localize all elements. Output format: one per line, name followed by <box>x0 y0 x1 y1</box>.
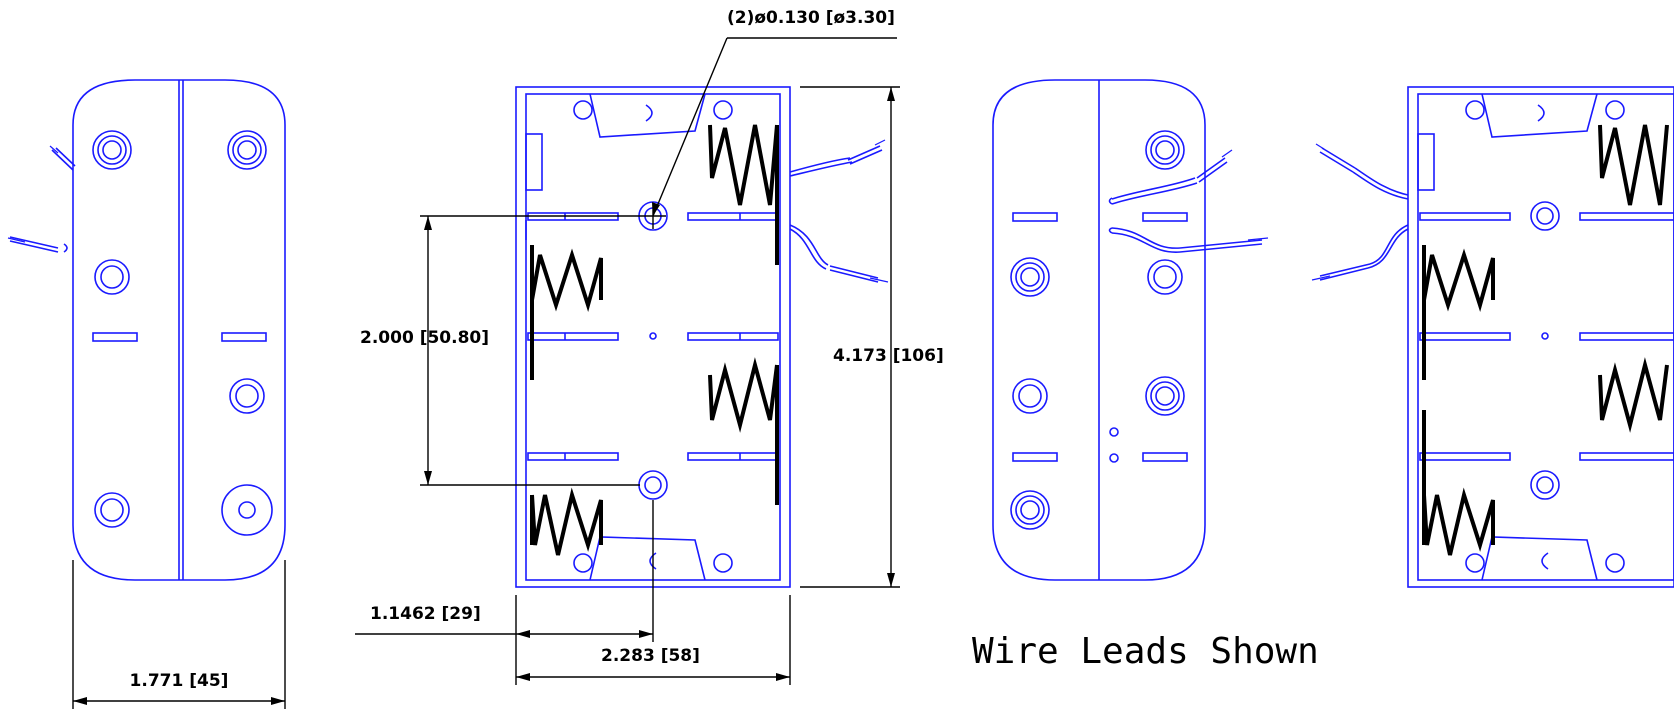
dimension-width-top: 2.283 [58] <box>516 595 791 685</box>
terminal-ring-icon <box>229 378 265 414</box>
spring-icon <box>530 487 603 556</box>
terminal-ring-icon <box>1010 257 1050 297</box>
caption: Wire Leads Shown <box>972 631 1319 672</box>
dimension-label: (2)ø0.130 [ø3.30] <box>727 8 895 28</box>
terminal-ring-icon <box>1012 378 1048 414</box>
dimension-hole-callout: (2)ø0.130 [ø3.30] <box>640 8 897 229</box>
spring-icon <box>708 357 779 433</box>
terminal-ring-icon <box>227 130 267 170</box>
dimension-hole-spacing: 2.000 [50.80] <box>360 215 640 486</box>
top-view-right <box>1311 86 1674 588</box>
dimension-height: 4.173 [106] <box>800 86 944 588</box>
side-view-wire-leads <box>992 79 1269 581</box>
dimension-width-side: 1.771 [45] <box>72 560 286 709</box>
terminal-ring-icon <box>94 259 130 295</box>
terminal-ring-icon <box>1145 130 1185 170</box>
dimension-label: 1.1462 [29] <box>370 604 481 624</box>
dimension-label: 1.771 [45] <box>130 671 229 691</box>
dimension-label: 2.000 [50.80] <box>360 328 489 348</box>
dimension-hole-offset: 1.1462 [29] <box>355 500 654 685</box>
spring-icon <box>530 245 603 312</box>
dimension-label: 4.173 [106] <box>833 346 944 366</box>
terminal-ring-icon <box>1145 376 1185 416</box>
top-view-center <box>515 86 889 588</box>
spring-icon <box>1598 124 1669 206</box>
side-view-left <box>7 79 286 581</box>
terminal-ring-icon <box>94 492 130 528</box>
terminal-ring-icon <box>92 130 132 170</box>
spring-icon <box>1422 487 1495 556</box>
terminal-ring-icon <box>1010 490 1050 530</box>
spring-icon <box>1598 357 1669 433</box>
spring-icon <box>708 124 779 206</box>
terminal-ring-icon <box>1147 259 1183 295</box>
spring-icon <box>1422 245 1495 312</box>
dimension-label: 2.283 [58] <box>601 646 700 666</box>
